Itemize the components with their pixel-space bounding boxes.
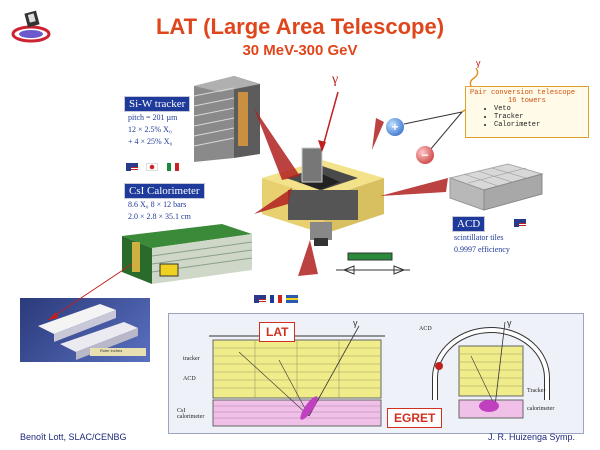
logo (10, 8, 52, 44)
ruler-caption: Ruler inches (100, 348, 123, 353)
tracker-spec-line: + 4 × 25% X₀ (128, 137, 173, 146)
minus-sign: − (421, 148, 429, 162)
tracker-flags (126, 158, 183, 176)
electronics-diagram (334, 250, 414, 278)
tracker-spec-line: 12 × 2.5% X₀ (128, 125, 172, 134)
gamma-symbol-top: γ (332, 72, 339, 87)
us-flag-icon (254, 294, 266, 303)
gamma-symbol-egret: γ (507, 318, 512, 328)
lat-assembly-image (258, 138, 388, 248)
list-item: Veto (494, 105, 584, 113)
plus-sign: + (391, 120, 399, 134)
footer-author: Benoît Lott, SLAC/CENBG (20, 432, 127, 442)
japan-flag-icon (146, 162, 159, 171)
pair-conversion-title: Pair conversion telescope (470, 89, 576, 97)
positron-icon: + (386, 118, 404, 136)
pair-conversion-towers: 16 towers (508, 97, 546, 105)
footer-event: J. R. Huizenga Symp. (488, 432, 576, 442)
acd-spec: scintillator tiles 0.9997 efficiency (454, 232, 510, 256)
page-subtitle: 30 MeV-300 GeV (242, 42, 358, 59)
acd-spec-line: scintillator tiles (454, 233, 504, 242)
tracker-spec-line: pitch = 201 µm (128, 113, 178, 122)
calorimeter-module-image (122, 224, 254, 290)
pair-conversion-list: Veto Tracker Calorimeter (470, 105, 584, 129)
calorimeter-label: CsI Calorimeter (124, 183, 205, 199)
acd-label: ACD (452, 216, 486, 232)
lat-acd-label: ACD (183, 376, 196, 382)
egret-calorimeter-label: calorimeter (527, 406, 555, 412)
lat-calorimeter-label: CsI calorimeter (177, 408, 205, 420)
gamma-symbol-lat: γ (353, 318, 358, 328)
pair-conversion-box: Pair conversion telescope 16 towers Veto… (465, 86, 589, 138)
france-flag-icon (270, 294, 282, 303)
us-flag-icon (126, 162, 138, 171)
page-title: LAT (Large Area Telescope) (155, 14, 445, 39)
acd-spec-line: 0.9997 efficiency (454, 245, 510, 254)
list-item: Calorimeter (494, 121, 584, 129)
egret-acd-label: ACD (419, 326, 432, 332)
collaboration-flags (254, 290, 302, 308)
calorimeter-spec-line: 8.6 X₀ 8 × 12 bars (128, 200, 187, 209)
acd-tiles-image (448, 162, 544, 212)
egret-schematic (432, 321, 550, 419)
tracker-spec: pitch = 201 µm 12 × 2.5% X₀ + 4 × 25% X₀ (128, 112, 177, 148)
us-flag-icon (514, 219, 526, 227)
list-item: Tracker (494, 113, 584, 121)
egret-tag: EGRET (387, 408, 443, 428)
lat-tracker-label: tracker (183, 356, 200, 362)
calorimeter-spec-line: 2.0 × 2.8 × 35.1 cm (128, 212, 191, 221)
egret-tracker-label: Tracker (527, 388, 546, 394)
gamma-symbol-right: γ (476, 58, 481, 68)
calorimeter-spec: 8.6 X₀ 8 × 12 bars 2.0 × 2.8 × 35.1 cm (128, 199, 191, 223)
italy-flag-icon (166, 162, 179, 171)
csi-crystal-photo: Ruler inches (20, 298, 150, 362)
sweden-flag-icon (286, 294, 298, 303)
logo-icon (11, 10, 51, 43)
tracker-label: Si-W tracker (124, 96, 191, 112)
lat-tag: LAT (259, 322, 296, 342)
electron-icon: − (416, 146, 434, 164)
lat-schematic (209, 325, 385, 427)
lat-egret-comparison: LAT γ tracker ACD CsI calorimeter ACD γ … (168, 313, 584, 434)
tracker-tower-image (190, 70, 262, 162)
